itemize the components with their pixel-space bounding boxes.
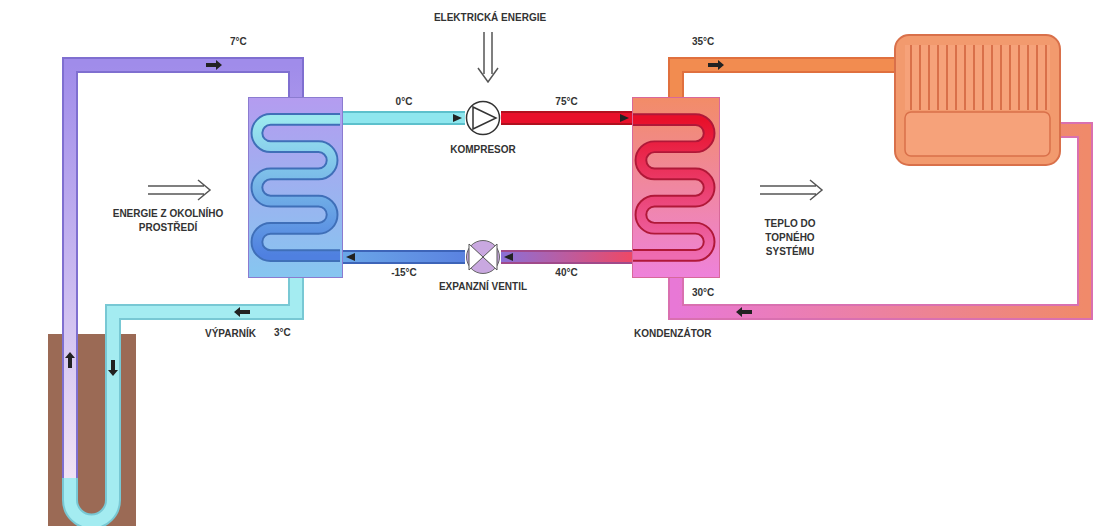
- radiator-fins: [905, 45, 1050, 110]
- ground-return-pipe: [70, 278, 296, 522]
- temperature-label: 40°C: [555, 267, 577, 278]
- part-name: VÝPARNÍK: [205, 328, 256, 339]
- temperature-label: -15°C: [391, 267, 417, 278]
- flow-arrows: [65, 60, 752, 376]
- pipe: [343, 113, 465, 123]
- valve-body: [467, 241, 500, 274]
- evaporator-box-shape: [249, 98, 342, 277]
- ground: [48, 334, 136, 526]
- refrigerant-pipe: [501, 114, 632, 122]
- temperature-label: 75°C: [555, 96, 577, 107]
- condenser-box: KONDENZÁTOR: [632, 97, 720, 278]
- valve-triangle: [483, 244, 497, 270]
- temperature-label: 35°C: [692, 36, 714, 47]
- radiator-panel: [905, 112, 1050, 156]
- pipe: [501, 252, 632, 262]
- valve-triangle: [469, 244, 483, 270]
- heat-output-label: TEPLO DO TOPNÉHO SYSTÉMU: [741, 217, 839, 259]
- evaporator-box: VÝPARNÍK: [248, 97, 343, 278]
- coil-outline: [257, 119, 340, 255]
- condenser-box-shape: [633, 98, 719, 277]
- compressor-symbol-shape: [465, 100, 501, 136]
- arrowhead: [504, 253, 513, 261]
- pipe-outline: [501, 111, 632, 125]
- pipe: [343, 252, 465, 262]
- arrowhead: [620, 114, 629, 122]
- temperature-label: 7°C: [230, 36, 247, 47]
- refrigerant-pipe: [501, 253, 632, 261]
- coil: [257, 119, 340, 255]
- part-name: KOMPRESOR: [450, 144, 516, 155]
- pipe: [501, 113, 632, 123]
- arrowhead: [453, 114, 462, 122]
- radiator: [895, 35, 1060, 165]
- energy-source-label: ENERGIE Z OKOLNÍHO PROSTŘEDÍ: [109, 207, 227, 235]
- energy-input-label: ELEKTRICKÁ ENERGIE: [434, 12, 546, 23]
- compressor-body: [467, 102, 500, 135]
- pipe-outline: [70, 278, 296, 522]
- coil: [633, 120, 709, 256]
- refrigerant-pipe: [343, 253, 465, 261]
- pipe-outline: [343, 250, 465, 264]
- part-name: EXPANZNÍ VENTIL: [439, 281, 527, 292]
- temperature-label: 0°C: [396, 96, 413, 107]
- heating-supply-pipe: [676, 65, 900, 97]
- compressor-triangle: [473, 107, 496, 129]
- expansion-valve-symbol: EXPANZNÍ VENTIL: [465, 239, 501, 275]
- coil-outline: [633, 120, 709, 256]
- pipe-outline: [501, 250, 632, 264]
- pipe-outline: [676, 65, 900, 97]
- pipe-outline: [343, 111, 465, 125]
- temperature-label: 30°C: [692, 287, 714, 298]
- arrowhead: [346, 253, 355, 261]
- refrigerant-pipe: [343, 114, 465, 122]
- expansion-valve-symbol-shape: [465, 239, 501, 275]
- compressor-symbol: KOMPRESOR: [465, 100, 501, 136]
- part-name: KONDENZÁTOR: [634, 328, 712, 339]
- temperature-label: 3°C: [274, 327, 291, 338]
